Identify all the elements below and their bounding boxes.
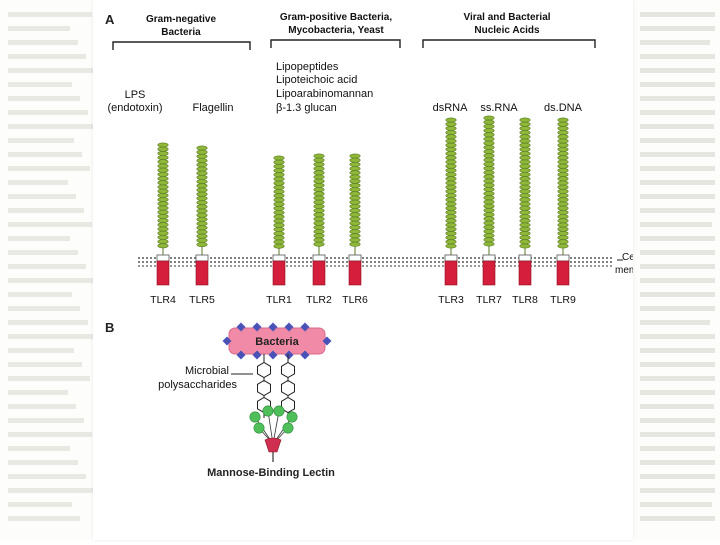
ligand-flagellin: Flagellin <box>193 102 234 114</box>
bacteria-antigen-diamond <box>300 350 310 360</box>
sugar-ring <box>257 361 271 379</box>
gram-positive-header-2: Mycobacteria, Yeast <box>288 25 384 36</box>
receptors <box>156 115 570 286</box>
bacteria-antigen-diamond <box>268 322 278 332</box>
ligand-beta-glucan: β-1.3 glucan <box>276 102 337 114</box>
panel-b-letter: B <box>105 320 114 335</box>
mannose-binding-lectin <box>249 405 298 462</box>
membrane-label-2: membrane <box>615 265 633 276</box>
ligand-lps-sub: (endotoxin) <box>107 102 162 114</box>
tlr-label-tlr1: TLR1 <box>266 294 292 306</box>
viral-bracket <box>422 39 596 48</box>
tlr-label-tlr2: TLR2 <box>306 294 332 306</box>
polysaccharide-label-1: Microbial <box>185 365 229 377</box>
viral-header-2: Nucleic Acids <box>474 25 540 36</box>
bacteria-antigen-diamond <box>236 322 246 332</box>
bacteria-antigen-diamond <box>284 322 294 332</box>
receptor-tlr9 <box>556 117 570 286</box>
bacteria-antigen-diamond <box>222 336 232 346</box>
lectin-head <box>282 422 294 434</box>
lectin-head <box>262 405 274 417</box>
bacteria-antigen-diamond <box>284 350 294 360</box>
lectin-head <box>286 411 298 423</box>
receptor-tlr6 <box>348 153 362 286</box>
tlr-label-tlr4: TLR4 <box>150 294 176 306</box>
bacteria-antigen-diamond <box>322 336 332 346</box>
viral-header-1: Viral and Bacterial <box>463 12 550 23</box>
receptor-tlr4 <box>156 142 170 286</box>
tlr-label-tlr5: TLR5 <box>189 294 215 306</box>
lectin-label: Mannose-Binding Lectin <box>207 467 335 479</box>
tlr-label-tlr6: TLR6 <box>342 294 368 306</box>
ligand-lipopeptides: Lipopeptides <box>276 61 339 73</box>
polysaccharide-label-2: polysaccharides <box>158 379 237 391</box>
figure: A Gram-negative Bacteria Gram-positive B… <box>93 0 663 540</box>
membrane-label-1: Cell <box>622 252 633 263</box>
gram-positive-header-1: Gram-positive Bacteria, <box>280 12 392 23</box>
lectin-head <box>249 411 261 423</box>
gram-positive-bracket <box>270 39 401 48</box>
bacteria-antigen-diamond <box>268 350 278 360</box>
cell-membrane <box>138 257 613 267</box>
bacteria-antigen-diamond <box>236 350 246 360</box>
ligand-lipoarabinomannan: Lipoarabinomannan <box>276 88 373 100</box>
lectin-collagen-stalk <box>264 437 282 453</box>
panel-a-letter: A <box>105 12 115 27</box>
bacteria-antigen-diamond <box>300 322 310 332</box>
bacteria-label: Bacteria <box>255 336 299 348</box>
gram-negative-header-1: Gram-negative <box>146 14 216 25</box>
receptor-tlr1 <box>272 155 286 286</box>
gram-negative-header-2: Bacteria <box>161 27 201 38</box>
sugar-ring <box>281 379 295 397</box>
receptor-tlr3 <box>444 117 458 286</box>
ligand-lps: LPS <box>125 89 146 101</box>
receptor-tlr5 <box>195 145 209 286</box>
ligand-lipoteichoic-acid: Lipoteichoic acid <box>276 74 357 86</box>
bacteria-shape <box>222 322 332 360</box>
lectin-head <box>253 422 265 434</box>
receptor-tlr8 <box>518 117 532 286</box>
tlr-labels: TLR4 TLR5 TLR1 TLR2 TLR6 TLR3 TLR7 TLR8 … <box>150 294 576 306</box>
ligand-ssrna: ss.RNA <box>480 102 518 114</box>
tlr-label-tlr3: TLR3 <box>438 294 464 306</box>
ligand-dsrna: dsRNA <box>433 102 469 114</box>
tlr-label-tlr7: TLR7 <box>476 294 502 306</box>
gram-negative-bracket <box>112 41 251 50</box>
tlr-label-tlr8: TLR8 <box>512 294 538 306</box>
receptor-tlr7 <box>482 115 496 286</box>
ligand-dsdna: ds.DNA <box>544 102 583 114</box>
microbial-polysaccharides <box>257 354 295 418</box>
sugar-ring <box>281 361 295 379</box>
bacteria-antigen-diamond <box>252 350 262 360</box>
tlr-label-tlr9: TLR9 <box>550 294 576 306</box>
tlr-diagram: A Gram-negative Bacteria Gram-positive B… <box>105 12 663 479</box>
bacteria-antigen-diamond <box>252 322 262 332</box>
lectin-head <box>273 405 285 417</box>
sugar-ring <box>257 379 271 397</box>
receptor-tlr2 <box>312 153 326 286</box>
